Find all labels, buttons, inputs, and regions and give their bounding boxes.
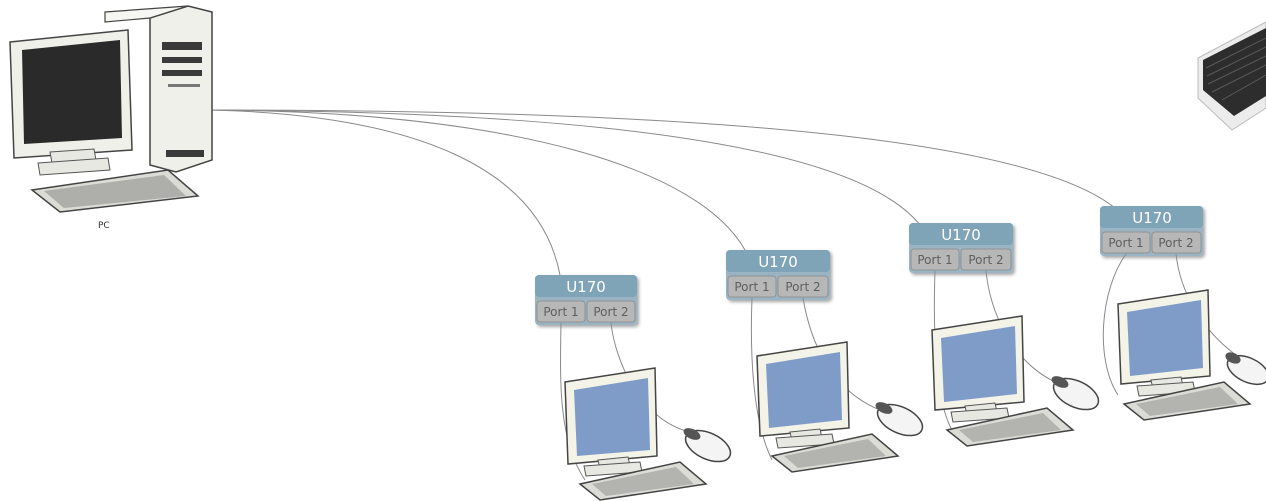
pc-label: PC [98,221,110,231]
unit-2-port-2-box [777,275,829,298]
unit-4-port-2-label: Port 2 [1158,236,1193,250]
unit-2-title: U170 [758,253,798,271]
pc-link-3 [209,109,921,226]
unit-2-port-1-box [727,275,777,298]
unit-1-port-2-box [586,300,636,323]
workstation-3 [931,270,1100,447]
monitor-2-screen [766,352,842,428]
pc-link-4 [209,109,1116,209]
unit-4-port-2-box [1151,231,1202,254]
unit-1-port-1-label: Port 1 [543,305,578,319]
monitor-1-screen [574,378,650,456]
pc-monitor [9,29,133,176]
unit-4-port-1-label: Port 1 [1108,236,1143,250]
monitor-3-screen [941,326,1017,402]
unit-1-port-2-label: Port 2 [593,305,628,319]
workstation-4 [1102,253,1266,421]
unit-1-title: U170 [566,278,606,296]
unit-4-port-1-box [1101,231,1151,254]
unit-3-port-2-box [960,248,1012,271]
pc-link-2 [209,109,746,251]
kvm-unit-3: U170 Port 1 Port 2 [909,223,1013,273]
pc-tower [104,5,213,173]
pc-link-1 [209,109,561,276]
workstation-1 [560,322,732,501]
unit-3-port-1-label: Port 1 [917,253,952,267]
pc-computer: PC [9,5,213,231]
kvm-unit-2: U170 Port 1 Port 2 [726,250,830,300]
workstation-2 [750,297,924,473]
keyboard-photo [1196,21,1266,215]
unit-1-port-1-box [536,300,586,323]
pc-keyboard [30,169,200,213]
kvm-unit-4: U170 Port 1 Port 2 [1100,206,1203,256]
unit-2-port-1-label: Port 1 [734,280,769,294]
kvm-unit-1: U170 Port 1 Port 2 [535,275,637,325]
monitor-4-screen [1127,300,1203,376]
unit-3-title: U170 [941,226,981,244]
unit-3-port-2-label: Port 2 [968,253,1003,267]
pc-connection-lines [209,109,1116,276]
unit-4-title: U170 [1132,209,1172,227]
pc-screen [22,40,122,144]
unit-3-port-1-box [910,248,960,271]
unit-2-port-2-label: Port 2 [785,280,820,294]
